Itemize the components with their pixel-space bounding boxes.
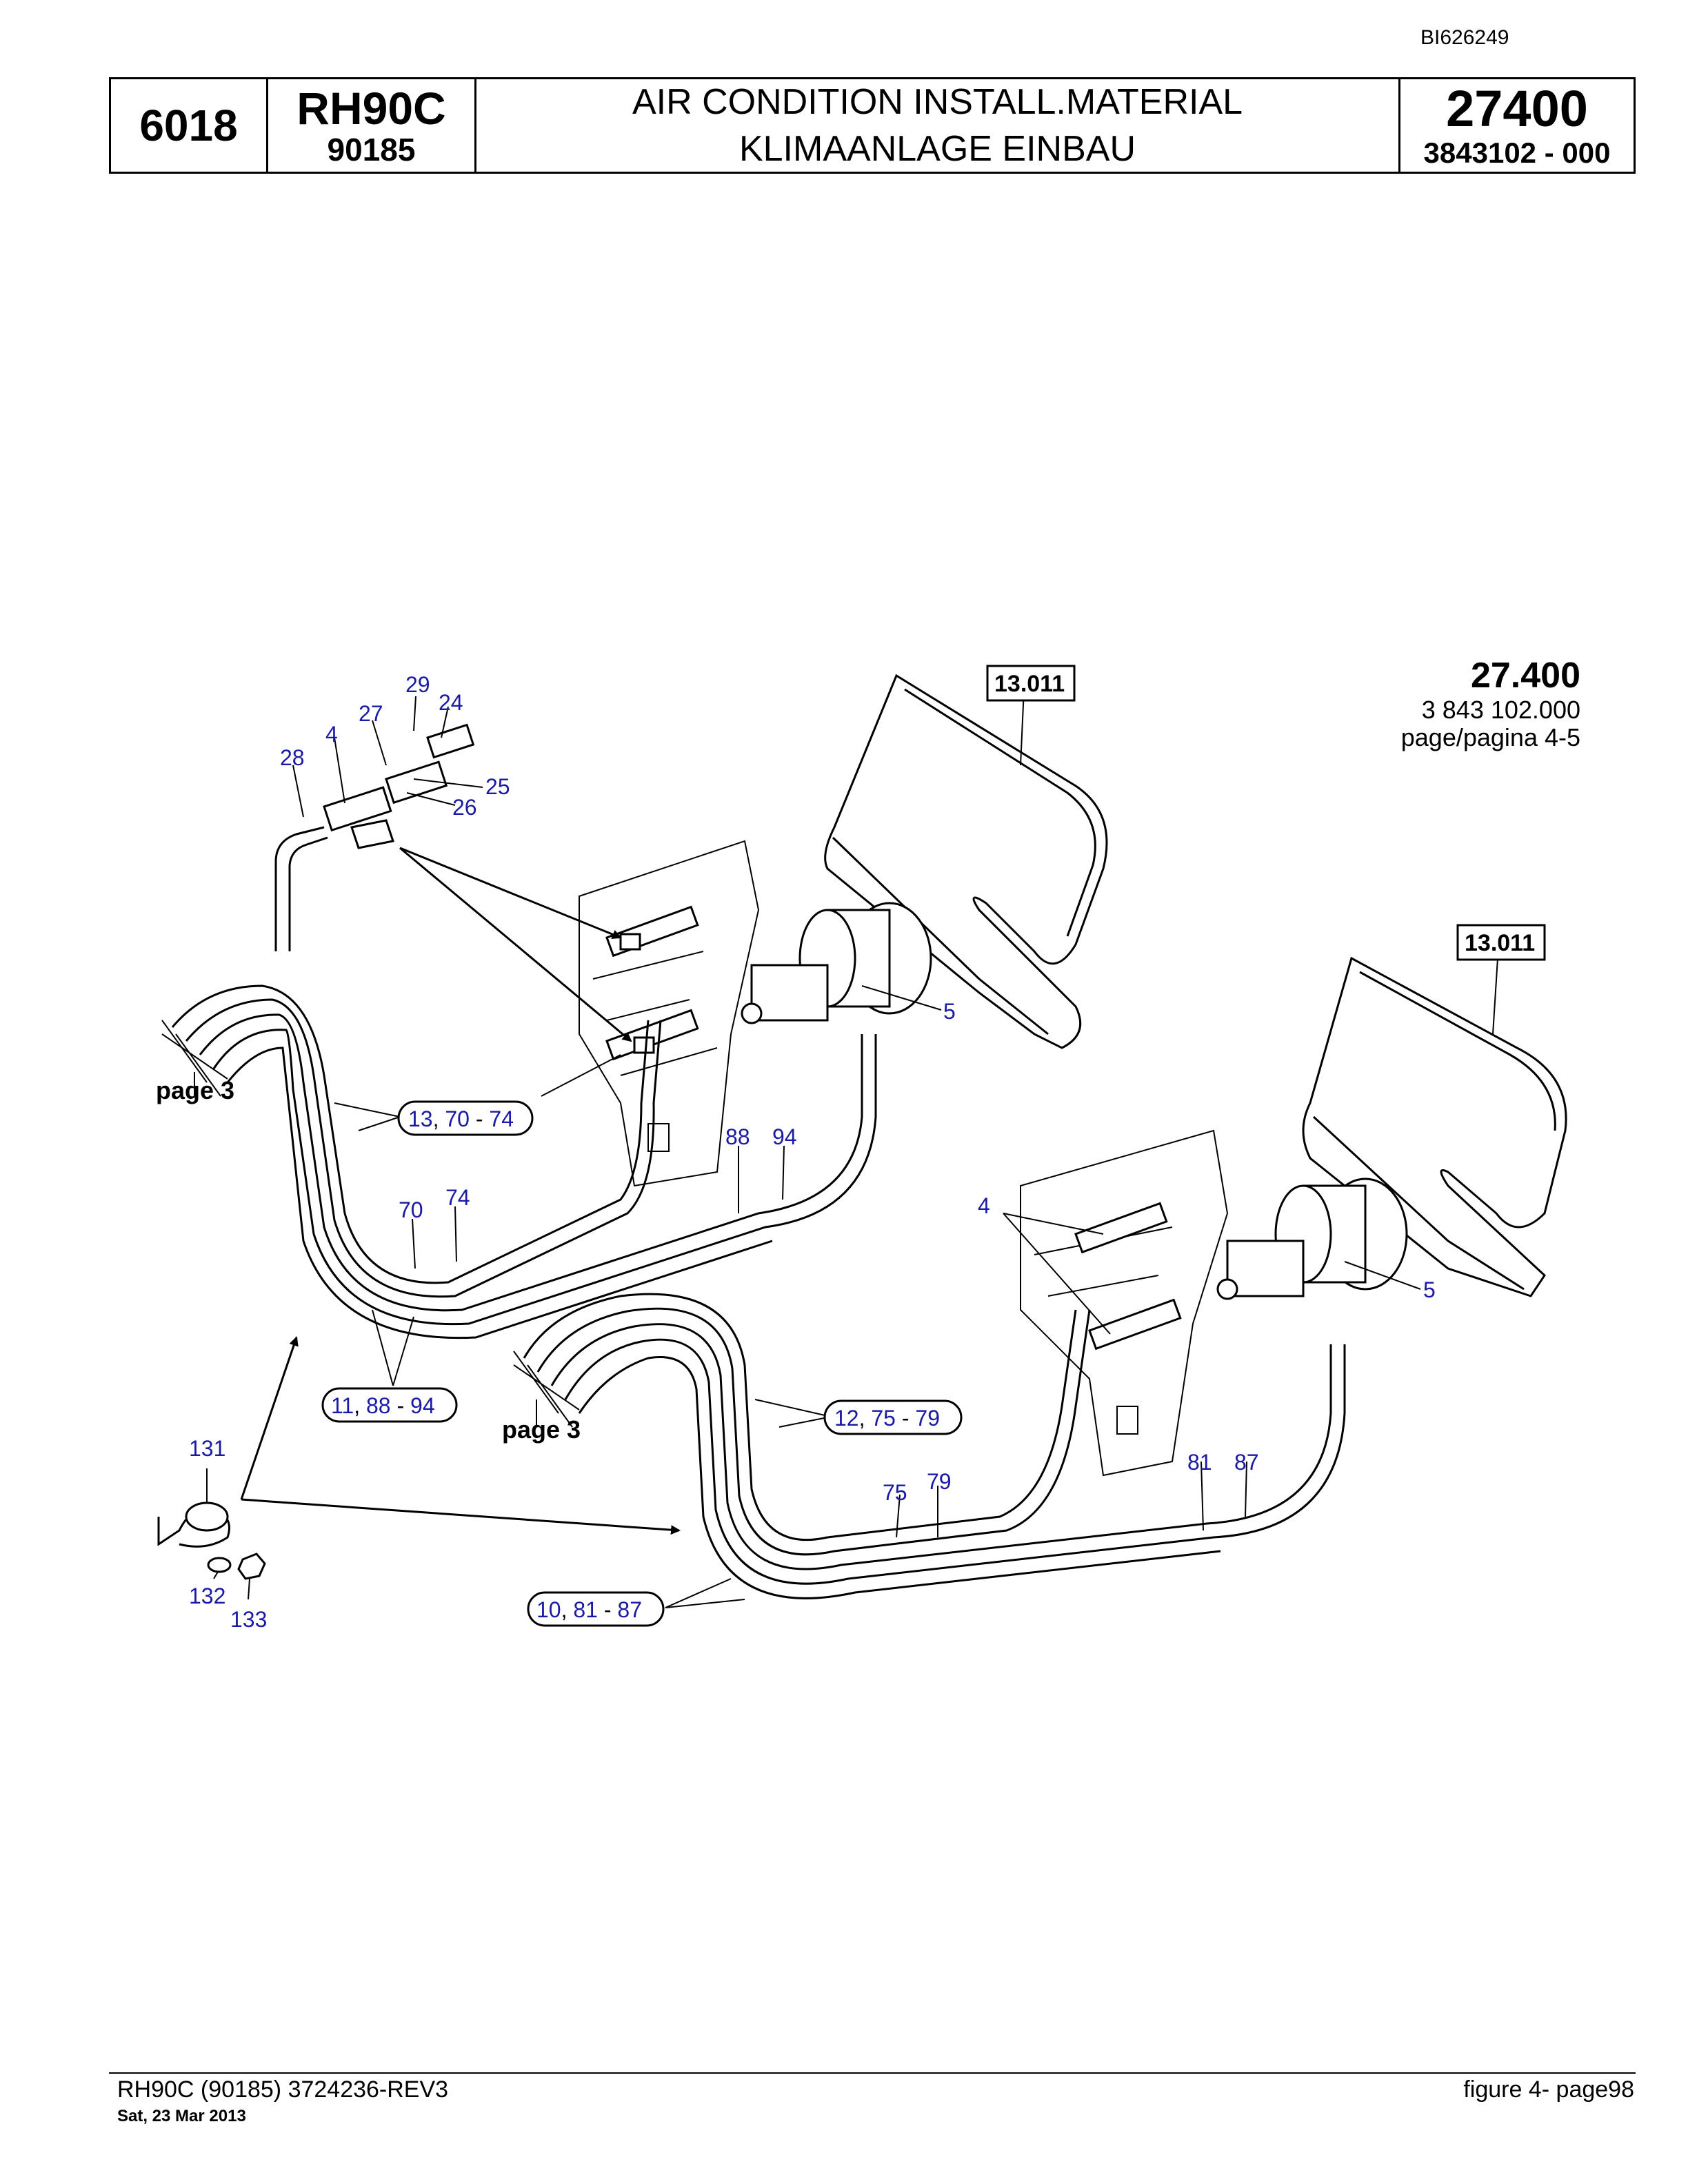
upper-engine-block xyxy=(579,840,760,1187)
group-number-text: 6018 xyxy=(139,101,238,150)
group3-c: 79 xyxy=(915,1406,940,1430)
group2-b: 88 xyxy=(366,1393,391,1418)
group2-a: 11 xyxy=(331,1393,354,1418)
group1-b: 70 xyxy=(445,1106,470,1131)
upper-hose-bundle xyxy=(171,984,877,1339)
clamp-131 xyxy=(157,1502,230,1548)
callout-24: 24 xyxy=(439,690,463,715)
document-id: BI626249 xyxy=(1420,26,1509,49)
svg-text:13, 70 - 74: 13, 70 - 74 xyxy=(408,1106,514,1131)
svg-text:12, 75 - 79: 12, 75 - 79 xyxy=(834,1406,940,1430)
callout-79: 79 xyxy=(927,1469,952,1494)
lower-belt xyxy=(1302,956,1567,1297)
callout-131: 131 xyxy=(189,1436,225,1461)
group4-c: 87 xyxy=(617,1597,642,1622)
lower-fittings xyxy=(1074,1202,1182,1351)
callout-88: 88 xyxy=(725,1124,750,1149)
clamp-arrows xyxy=(240,1336,681,1535)
section-cell: 27400 3843102 - 000 xyxy=(1400,79,1634,172)
lower-compressor xyxy=(1216,1177,1408,1300)
upper-hose-stubs xyxy=(161,1020,228,1098)
upper-compressor xyxy=(741,902,932,1024)
group-callout-11-88-94: 11, 88 - 94 xyxy=(321,1387,458,1423)
lower-hose-bundle xyxy=(523,1293,1346,1599)
reference-block: 27.400 3 843 102.000 page/pagina 4-5 xyxy=(1401,655,1580,751)
callout-132: 132 xyxy=(189,1584,225,1608)
group3-b: 75 xyxy=(871,1406,896,1430)
group-callout-13-70-74: 13, 70 - 74 xyxy=(397,1100,534,1136)
group1-c: 74 xyxy=(489,1106,514,1131)
washer-132 xyxy=(207,1557,232,1573)
footer-page: figure 4- page98 xyxy=(1463,2076,1634,2103)
group-callout-10-81-87: 10, 81 - 87 xyxy=(527,1591,665,1627)
page-ref-right: page 3 xyxy=(502,1415,581,1444)
model-code: 90185 xyxy=(327,132,416,168)
boxed-ref-upper: 13.011 xyxy=(986,665,1076,702)
callout-75: 75 xyxy=(883,1480,907,1505)
nut-133 xyxy=(237,1553,266,1580)
callout-4-lower: 4 xyxy=(978,1193,990,1218)
boxed-ref-upper-text: 13.011 xyxy=(994,671,1065,697)
group-callout-12-75-79: 12, 75 - 79 xyxy=(823,1399,963,1435)
footer-date: Sat, 23 Mar 2013 xyxy=(117,2107,246,2125)
callout-74: 74 xyxy=(445,1185,470,1210)
section-number: 27400 xyxy=(1446,80,1588,137)
callout-94: 94 xyxy=(772,1124,797,1149)
callout-5-upper: 5 xyxy=(943,999,956,1024)
callout-27: 27 xyxy=(359,701,383,726)
footer-rule xyxy=(109,2072,1636,2074)
callout-4-upper: 4 xyxy=(325,722,338,747)
callout-26: 26 xyxy=(452,795,477,820)
title-german: KLIMAANLAGE EINBAU xyxy=(738,129,1136,169)
title-block: 6018 RH90C 90185 AIR CONDITION INSTALL.M… xyxy=(109,77,1636,174)
callout-29: 29 xyxy=(405,672,430,697)
model-cell: RH90C 90185 xyxy=(268,79,476,172)
reference-number: 3 843 102.000 xyxy=(1421,696,1580,724)
callout-70: 70 xyxy=(399,1197,423,1222)
group1-a: 13 xyxy=(408,1106,433,1131)
group-number: 6018 xyxy=(111,79,268,172)
group3-a: 12 xyxy=(834,1406,859,1430)
callout-25: 25 xyxy=(485,774,510,799)
lower-engine-block xyxy=(1020,1129,1229,1477)
upper-fittings xyxy=(605,905,699,1061)
svg-text:11, 88 - 94: 11, 88 - 94 xyxy=(331,1393,435,1418)
detail-fitting xyxy=(274,723,475,951)
leader-lines xyxy=(206,689,1498,1608)
group2-c: 94 xyxy=(410,1393,435,1418)
footer-document: RH90C (90185) 3724236-REV3 xyxy=(117,2076,449,2103)
callout-5-lower: 5 xyxy=(1423,1277,1436,1302)
reference-section: 27.400 xyxy=(1470,656,1580,696)
boxed-ref-lower: 13.011 xyxy=(1456,924,1546,961)
callout-87: 87 xyxy=(1234,1450,1259,1475)
detail-arrows xyxy=(399,847,632,1042)
reference-page: page/pagina 4-5 xyxy=(1400,723,1580,751)
callout-133: 133 xyxy=(230,1607,267,1632)
group4-a: 10 xyxy=(536,1597,561,1622)
title-cell: AIR CONDITION INSTALL.MATERIAL KLIMAANLA… xyxy=(476,79,1400,172)
model-name: RH90C xyxy=(297,83,446,134)
callout-81: 81 xyxy=(1187,1450,1212,1475)
title-english: AIR CONDITION INSTALL.MATERIAL xyxy=(632,82,1243,122)
callout-28: 28 xyxy=(280,745,305,770)
page-ref-left: page 3 xyxy=(156,1076,234,1104)
svg-text:10, 81 - 87: 10, 81 - 87 xyxy=(536,1597,642,1622)
part-number: 3843102 - 000 xyxy=(1423,136,1611,169)
lower-hose-stubs xyxy=(513,1351,580,1428)
boxed-ref-lower-text: 13.011 xyxy=(1465,930,1535,956)
upper-belt xyxy=(824,674,1108,1049)
group4-b: 81 xyxy=(573,1597,598,1622)
